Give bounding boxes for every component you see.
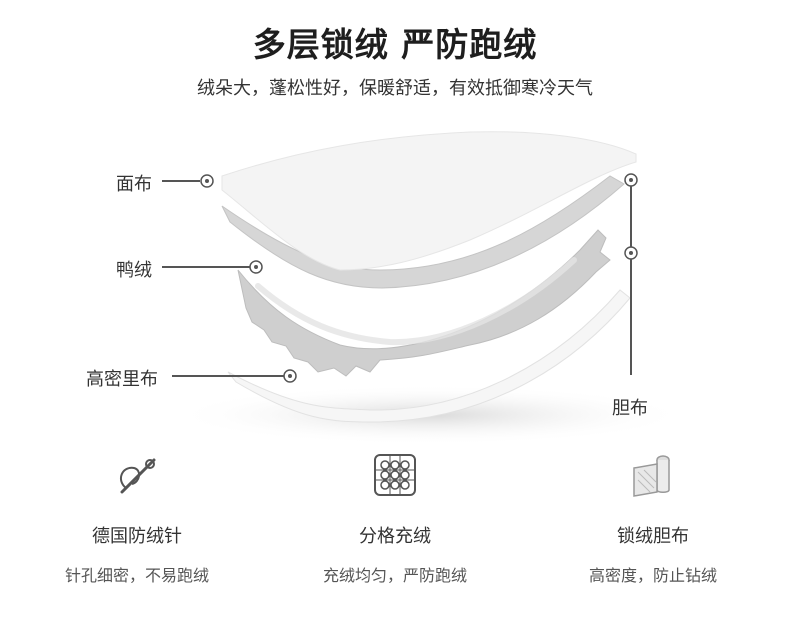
feature-desc: 充绒均匀，严防跑绒 xyxy=(322,566,467,585)
inner-fabric-label: 高密里布 xyxy=(86,369,158,390)
feature-desc: 针孔细密，不易跑绒 xyxy=(64,566,209,585)
grid-quilt-icon xyxy=(374,454,416,496)
outer-fabric-layer xyxy=(221,131,637,271)
page-title: 多层锁绒 严防跑绒 xyxy=(252,25,538,64)
fabric-roll-icon xyxy=(633,455,670,497)
layer-diagram xyxy=(162,131,690,445)
feature-name: 锁绒胆布 xyxy=(617,526,689,547)
feature-grid: 分格充绒 充绒均匀，严防跑绒 xyxy=(280,450,510,586)
down-fluff-highlight xyxy=(255,257,577,346)
liner-label: 胆布 xyxy=(612,398,648,419)
page-subtitle: 绒朵大，蓬松性好，保暖舒适，有效抵御寒冷天气 xyxy=(197,78,593,99)
needle-thread-icon xyxy=(119,458,156,494)
feature-liner: 锁绒胆布 高密度，防止钻绒 xyxy=(538,450,768,586)
feature-name: 德国防绒针 xyxy=(92,526,182,547)
outer-fabric-label: 面布 xyxy=(116,174,152,195)
feature-desc: 高密度，防止钻绒 xyxy=(588,566,717,585)
feature-name: 分格充绒 xyxy=(359,526,431,547)
down-label: 鸭绒 xyxy=(116,260,152,281)
feature-needle: 德国防绒针 针孔细密，不易跑绒 xyxy=(22,450,252,586)
down-layer xyxy=(237,229,611,377)
